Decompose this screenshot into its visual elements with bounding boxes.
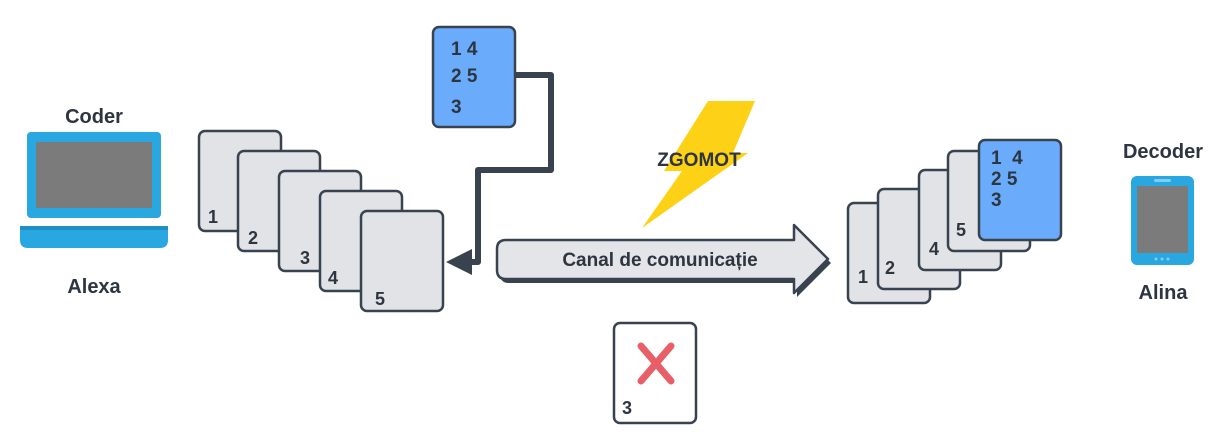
- sent-card-label: 4: [328, 268, 338, 288]
- parity-card: 1 4 2 5 3: [431, 25, 517, 129]
- sent-card-label: 2: [248, 228, 258, 248]
- received-card-label: 4: [929, 239, 939, 259]
- channel-label: Canal de comunicație: [562, 250, 757, 271]
- sent-card-label: 3: [300, 248, 310, 268]
- parity-line-1: 1 4: [451, 39, 478, 60]
- received-card-label: 1: [858, 267, 868, 287]
- parity-line-3: 3: [451, 97, 462, 118]
- sent-card-label: 1: [208, 207, 218, 227]
- sent-card-5: 5: [359, 209, 445, 313]
- coder-label: Coder: [65, 106, 123, 128]
- parity-connector-arrow: [462, 72, 554, 265]
- lost-card-label: 3: [622, 398, 632, 418]
- noise-label: ZGOMOT: [657, 150, 741, 171]
- phone-icon: [1131, 176, 1194, 265]
- received-card-label: 5: [956, 220, 966, 240]
- sender-name: Alexa: [67, 276, 121, 298]
- received-parity-line-2: 2 5: [991, 169, 1018, 190]
- channel-arrow: [495, 223, 831, 297]
- received-parity-line-3: 3: [991, 190, 1002, 211]
- lightning-icon: [642, 101, 755, 228]
- receiver-name: Alina: [1139, 282, 1189, 304]
- received-parity-card: 1 4 2 5 3: [977, 138, 1063, 242]
- decoder-label: Decoder: [1123, 141, 1203, 163]
- sent-card-label: 5: [375, 289, 385, 309]
- error-x-icon: [637, 342, 675, 385]
- parity-line-2: 2 5: [451, 66, 478, 87]
- received-card-label: 2: [885, 258, 895, 278]
- connector-arrowhead: [446, 249, 472, 275]
- lost-card: 3: [612, 321, 698, 425]
- received-parity-line-1: 1 4: [991, 148, 1023, 169]
- laptop-icon: [20, 132, 168, 248]
